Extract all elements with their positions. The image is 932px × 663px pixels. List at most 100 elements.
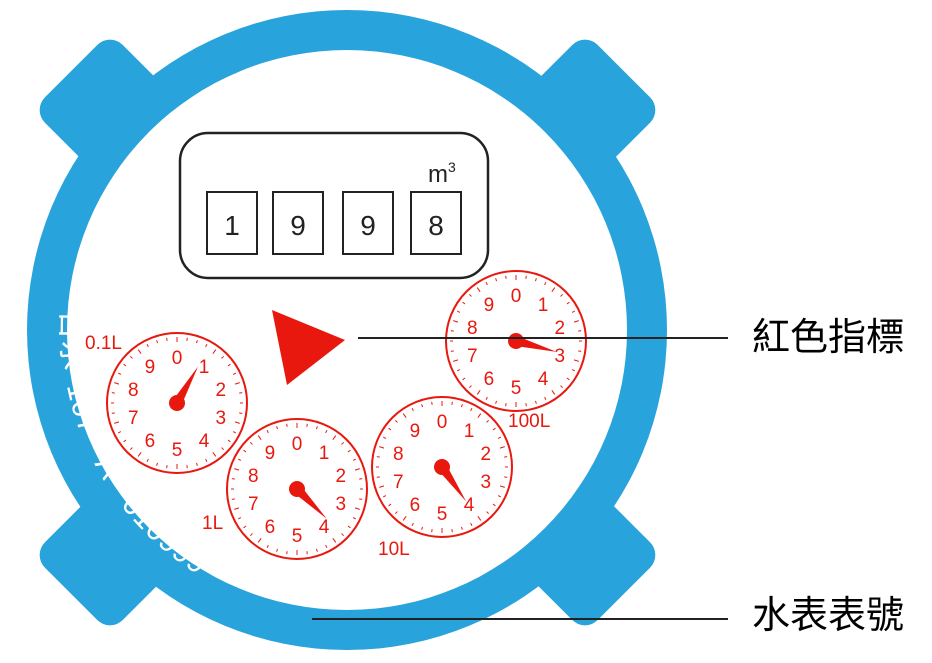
dial-tick (456, 369, 461, 372)
dial-tick (205, 343, 208, 348)
dial-tick (456, 310, 461, 313)
dial-tick (486, 419, 490, 423)
dial-tick (382, 495, 387, 498)
dial-tick (227, 439, 231, 443)
dial-number: 2 (215, 380, 226, 401)
dial-number: 4 (199, 431, 210, 452)
dial-tick (266, 429, 269, 434)
dial-tick (388, 503, 392, 507)
dial-number: 0 (292, 434, 303, 455)
dial-tick (156, 340, 159, 344)
dial-tick (243, 525, 247, 529)
dial-tick (560, 293, 564, 297)
dial-tick (534, 400, 537, 404)
dial-number: 1 (538, 295, 549, 316)
dial-tick (227, 363, 231, 367)
odometer-digit: 1 (224, 210, 240, 241)
dial-number: 4 (538, 369, 549, 390)
dial-tick (315, 548, 318, 552)
dial-tick (352, 517, 357, 520)
dial-tick (497, 495, 502, 498)
dial-number: 7 (467, 346, 478, 367)
dial-tick (492, 427, 496, 431)
dial-tick (551, 390, 556, 395)
meter-serial-prefix: 台水 (54, 310, 90, 373)
dial-number: 5 (172, 440, 183, 461)
dial-tick (123, 363, 127, 367)
dial-tick (460, 526, 463, 530)
dial-tick (394, 419, 398, 423)
dial-tick (195, 340, 198, 344)
dial-tick (205, 458, 208, 463)
dial-tick (137, 452, 142, 457)
dial-tick (402, 516, 407, 521)
dial-tick (341, 533, 345, 537)
odometer-digit-box (342, 191, 394, 255)
dial-tick (123, 439, 127, 443)
dial-tick (234, 507, 240, 510)
dial-tick (411, 522, 414, 527)
dial-tick (544, 281, 547, 286)
dial-tick (232, 431, 237, 434)
dial-number: 2 (480, 444, 491, 465)
dial-tick (497, 436, 502, 439)
dial-tick (470, 407, 473, 412)
dial-tick (421, 404, 424, 408)
dial-tick (560, 385, 564, 389)
dial-tick (276, 426, 279, 430)
dial-tick (212, 452, 217, 457)
dial-tick (156, 462, 159, 466)
dial-number: 5 (437, 504, 448, 525)
dial-tick (544, 396, 547, 401)
dial-unit-label: 100L (508, 411, 550, 432)
dial-tick (379, 446, 385, 449)
dial-number: 8 (467, 318, 478, 339)
dial-tick (341, 441, 345, 445)
dial-tick (129, 355, 133, 359)
dial-tick (492, 503, 496, 507)
dial-tick (476, 287, 481, 292)
odometer-digit-box (206, 191, 258, 255)
dial-hub (169, 395, 185, 411)
unit-label: m3 (428, 159, 456, 188)
dial-tick (354, 468, 360, 471)
dial-number: 2 (554, 318, 565, 339)
dial-tick (234, 421, 240, 424)
dial-number: 4 (319, 517, 330, 538)
dial-tick (257, 435, 262, 440)
dial-number: 3 (335, 494, 346, 515)
dial-tick (315, 426, 318, 430)
dial-number: 7 (248, 494, 259, 515)
dial-number: 4 (464, 495, 475, 516)
dial-tick (114, 382, 120, 385)
dial-tick (221, 447, 225, 451)
dial-tick (237, 458, 242, 461)
dial-hub (508, 333, 524, 349)
dial-tick (212, 349, 217, 354)
dial-tick (486, 511, 490, 515)
dial-number: 0 (511, 286, 522, 307)
dial-number: 8 (248, 466, 259, 487)
dial-number: 7 (393, 472, 404, 493)
dial-number: 8 (393, 444, 404, 465)
dial-number: 7 (128, 408, 139, 429)
callout-meter-number-label: 水表表號 (752, 593, 905, 637)
dial-tick (221, 355, 225, 359)
dial-tick (453, 320, 459, 323)
dial-tick (477, 516, 482, 521)
dial-tick (468, 293, 472, 297)
dial-tick (394, 511, 398, 515)
dial-tick (257, 538, 262, 543)
dial-tick (379, 485, 385, 488)
dial-number: 6 (410, 495, 421, 516)
dial-tick (534, 278, 537, 282)
dial-number: 9 (265, 443, 276, 464)
dial-tick (573, 359, 579, 362)
dial-tick (195, 462, 198, 466)
dial-tick (382, 436, 387, 439)
dial-number: 1 (199, 357, 210, 378)
dial-number: 8 (128, 380, 139, 401)
dial-tick (551, 287, 556, 292)
dial-number: 1 (464, 421, 475, 442)
